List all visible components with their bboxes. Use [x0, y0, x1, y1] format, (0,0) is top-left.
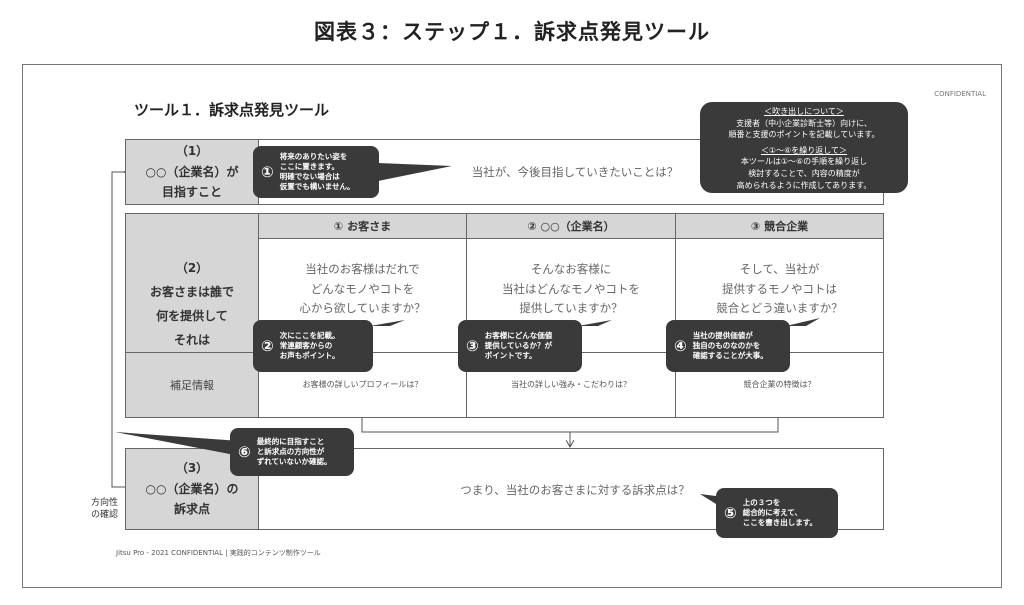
note-body-1: 支援者（中小企業診断士等）向けに、 順番と支援のポイントを記載しています。	[728, 118, 880, 140]
col-divider-1	[466, 213, 467, 418]
bubble-step4: ④ 当社の提供価値が 独自のものなのかを 確認することが大事。	[666, 320, 790, 372]
supplement-company: 当社の詳しい強み・こだわりは？	[511, 380, 631, 389]
col-header-customer: ① お客さま	[259, 214, 466, 239]
tool-title: ツール１．訴求点発見ツール	[134, 101, 330, 119]
bubble6-tail	[115, 432, 240, 456]
bubble-step6: ⑥ 最終的に目指すこと と訴求点の方向性が ずれていないか確認。	[230, 428, 354, 476]
row1-question: 当社が、今後目指していきたいことは？	[471, 165, 679, 179]
row3-question: つまり、当社のお客さまに対する訴求点は？	[460, 483, 690, 497]
bubble-text: 将来のありたい姿を ここに置きます。 明確でない場合は 仮置でも構いません。	[279, 151, 355, 192]
bubble-text: お客様にどんな価値 提供しているか？が ポイントです。	[484, 330, 553, 361]
feedback-line	[111, 172, 125, 488]
bubble2-tail	[370, 320, 405, 326]
col-question-customer: 当社のお客様はだれで どんなモノやコトを 心から欲していますか？	[299, 262, 426, 316]
supplement-competitor: 競合企業の特徴は？	[743, 380, 816, 389]
bubble3-tail	[578, 320, 612, 326]
direction-check-label: 方向性 の確認	[90, 498, 118, 520]
figure-title: 図表３：ステップ１．訴求点発見ツール	[314, 20, 710, 44]
col-divider-2	[675, 213, 676, 418]
instruction-note: ＜吹き出しについて＞ 支援者（中小企業診断士等）向けに、 順番と支援のポイントを…	[700, 102, 908, 193]
row1-header: （1） ○○（企業名）が 目指すこと	[125, 139, 259, 205]
supplement-customer: お客様の詳しいプロフィールは？	[302, 380, 423, 389]
row2-content	[258, 213, 884, 418]
footer-text: Jitsu Pro - 2021 CONFIDENTIAL | 実践的コンテンツ…	[116, 549, 321, 557]
bubble4-tail	[786, 318, 820, 326]
step-number: ③	[466, 337, 479, 355]
col-question-competitor: そして、当社が 提供するモノやコトは 競合とどう違いますか？	[716, 262, 843, 316]
supplement-header: 補足情報	[125, 352, 259, 418]
step-number: ②	[261, 337, 274, 355]
confidential-label: CONFIDENTIAL	[934, 90, 986, 98]
bubble-step5: ⑤ 上の３つを 総合的に考えて、 ここを書き出します。	[716, 488, 838, 538]
bubble1-tail	[378, 163, 452, 181]
note-title-1: ＜吹き出しについて＞	[764, 107, 844, 116]
diagram-frame	[22, 64, 1002, 588]
col-header-competitor: ③ 競合企業	[676, 214, 883, 239]
step-number: ⑤	[724, 504, 737, 522]
col-header-company: ② ○○（企業名）	[467, 214, 675, 239]
step-number: ①	[261, 163, 274, 181]
col-question-company: そんなお客様に 当社はどんなモノやコトを 提供していますか？	[502, 262, 640, 316]
bubble-text: 次にここを記載。 常連顧客からの お声もポイント。	[279, 330, 340, 361]
bubble-text: 当社の提供価値が 独自のものなのかを 確認することが大事。	[692, 330, 768, 361]
step-number: ④	[674, 337, 687, 355]
bubble-step1: ① 将来のありたい姿を ここに置きます。 明確でない場合は 仮置でも構いません。	[253, 146, 379, 198]
bubble-step2: ② 次にここを記載。 常連顧客からの お声もポイント。	[253, 320, 373, 372]
step-number: ⑥	[238, 443, 251, 461]
note-title-2: ＜①～⑥を繰り返して＞	[760, 145, 848, 155]
bubble-step3: ③ お客様にどんな価値 提供しているか？が ポイントです。	[458, 320, 582, 372]
bubble-text: 最終的に目指すこと と訴求点の方向性が ずれていないか確認。	[256, 436, 332, 467]
bubble-text: 上の３つを 総合的に考えて、 ここを書き出します。	[742, 497, 817, 528]
note-body-2: 本ツールは①～⑥の手順を繰り返し 検討することで、内容の精度が 高められるように…	[736, 157, 872, 190]
